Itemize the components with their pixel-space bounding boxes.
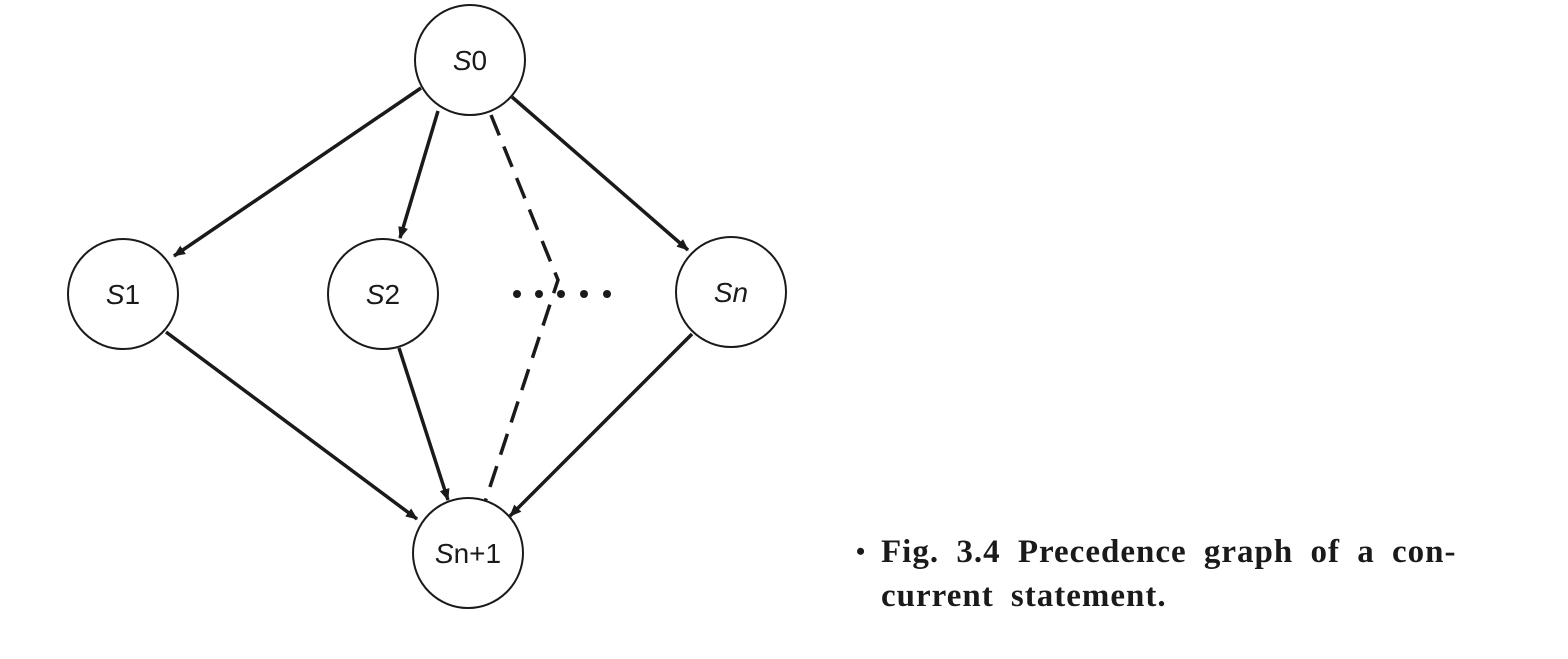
node-s1-suffix: 1 [125, 279, 141, 310]
node-s1-prefix: S [106, 279, 125, 310]
edge-sn-snp1 [508, 332, 694, 518]
ellipsis-dots [513, 290, 611, 298]
node-s2-prefix: S [366, 279, 385, 310]
node-s2: S2 [327, 238, 439, 350]
caption-line-2: current statement. [881, 578, 1167, 614]
edge-s0-s2 [398, 110, 440, 239]
edge-dashed-concurrent [483, 114, 560, 503]
node-sn-prefix: S [714, 277, 733, 308]
figure-caption: • Fig. 3.4 Precedence graph of a con- cu… [856, 530, 1556, 618]
edge-s2-snp1 [397, 347, 450, 501]
caption-bullet: • [856, 537, 867, 566]
edge-s1-snp1 [164, 330, 419, 521]
edge-s0-s1 [173, 86, 422, 258]
node-sn-suffix: n [733, 277, 749, 308]
caption-line-1: Fig. 3.4 Precedence graph of a con- [881, 534, 1457, 570]
svg-text:Sn: Sn [714, 277, 748, 308]
svg-text:S2: S2 [366, 279, 400, 310]
node-s2-suffix: 2 [385, 279, 401, 310]
node-s0: S0 [414, 4, 526, 116]
svg-text:Sn+1: Sn+1 [435, 538, 501, 569]
node-sn: Sn [675, 236, 787, 348]
node-snp1-suffix: n+1 [454, 538, 502, 569]
svg-text:S0: S0 [453, 45, 487, 76]
node-s0-prefix: S [453, 45, 472, 76]
node-snp1-prefix: S [435, 538, 454, 569]
node-s0-suffix: 0 [472, 45, 488, 76]
node-snp1: Sn+1 [412, 497, 524, 609]
svg-text:S1: S1 [106, 279, 140, 310]
node-s1: S1 [67, 238, 179, 350]
edge-s0-sn [510, 95, 690, 252]
